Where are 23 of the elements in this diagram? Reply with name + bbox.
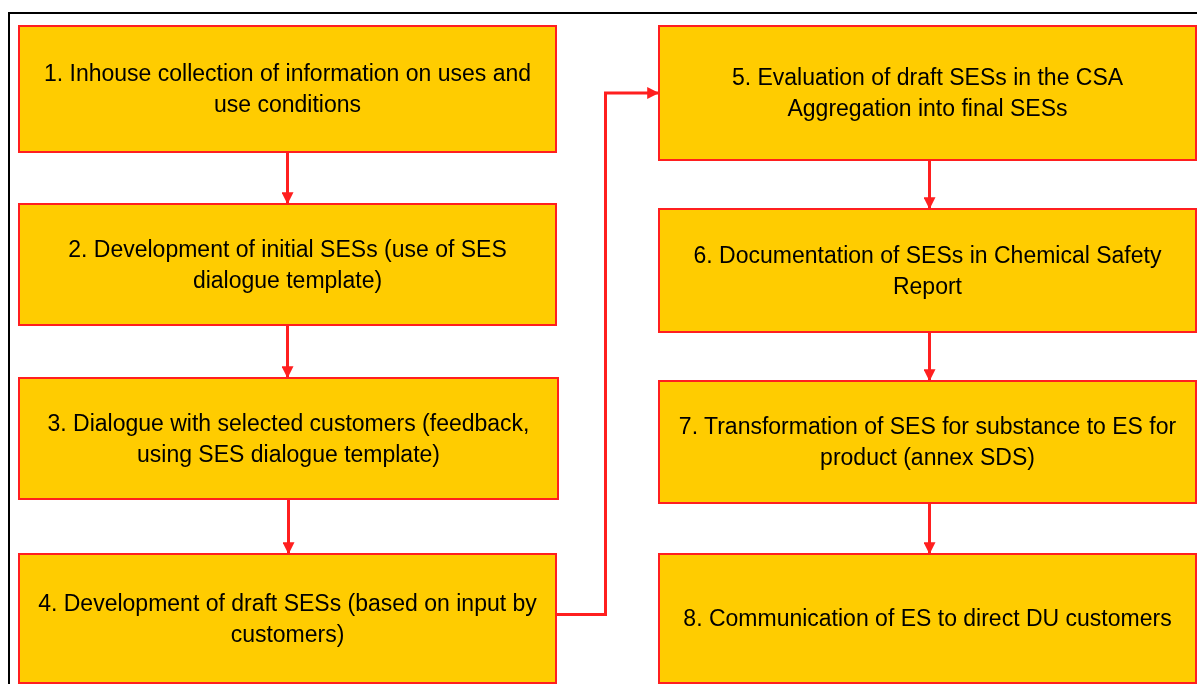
process-box — [658, 208, 1197, 333]
step-text: 6. Documentation of SESs in Chemical Safety Report — [692, 240, 1163, 301]
arrow — [557, 87, 660, 617]
process-box — [18, 25, 557, 153]
step-text: 5. Evaluation of draft SESs in the CSA Aggregation into final SESs — [730, 63, 1125, 123]
process-box — [18, 377, 559, 500]
step-text: 2. Development of initial SESs (use of SES dialogue template) — [67, 234, 508, 295]
arrow — [282, 500, 295, 555]
step-text: 4. Development of draft SESs (based on input by customers) — [37, 588, 538, 649]
process-box — [18, 553, 557, 684]
step-text: 8. Communication of ES to direct DU customers — [683, 604, 1172, 633]
step-text: 1. Inhouse collection of information on uses and use conditions — [42, 59, 533, 119]
process-box — [658, 380, 1197, 504]
process-box — [18, 203, 557, 326]
arrow — [923, 504, 936, 555]
step-text: 7. Transformation of SES for substance to ES for product (annex SDS) — [677, 412, 1178, 472]
step-text: 3. Dialogue with selected customers (feedback, using SES dialogue template) — [46, 408, 531, 469]
process-box — [658, 553, 1197, 684]
arrow — [923, 333, 936, 382]
arrow — [281, 326, 294, 379]
arrow — [281, 153, 294, 205]
process-box — [658, 25, 1197, 161]
arrow — [923, 161, 936, 210]
